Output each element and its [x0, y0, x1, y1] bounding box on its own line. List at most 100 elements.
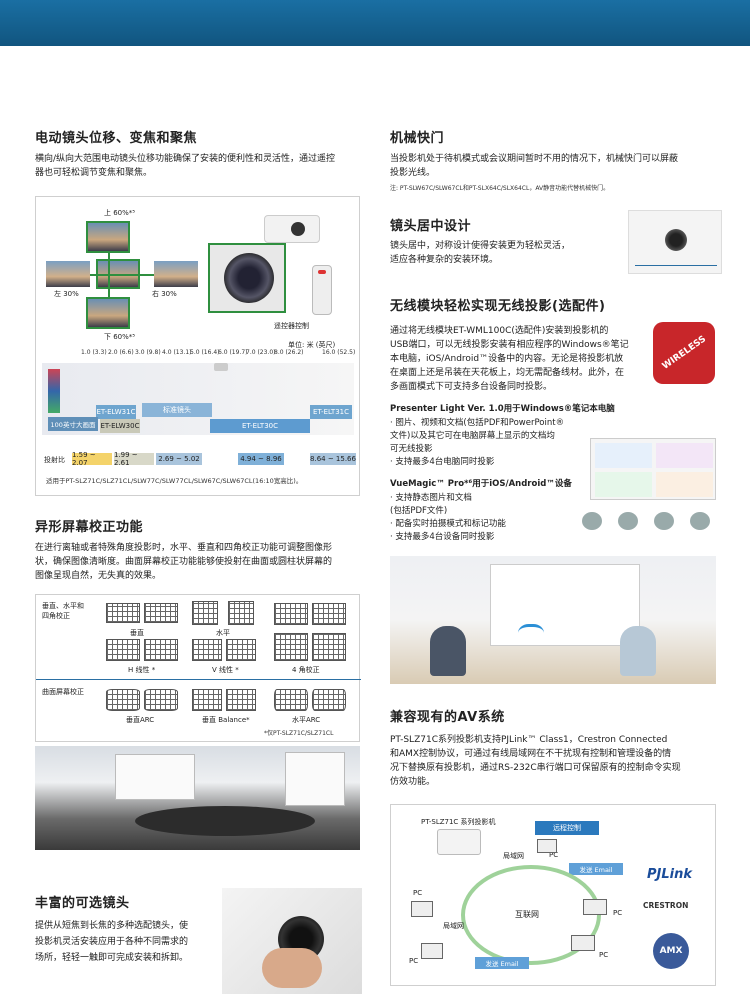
shutter-title: 机械快门 — [390, 131, 445, 146]
lens-elt31c: ET-ELT31C — [310, 405, 352, 419]
shutter-desc: 当投影机处于待机模式或会议期间暂时不用的情况下，机械快门可以屏蔽 投影光线。 — [390, 154, 679, 178]
ratio-5: 8.64 ~ 15.66 — [310, 453, 356, 465]
v-balance-label: 垂直 Balance* — [202, 716, 250, 724]
remote-power-icon — [318, 270, 326, 274]
left-screen-image — [115, 754, 195, 800]
unit-label: 单位: 米 (英尺) — [288, 341, 336, 349]
up-label: 上 60%*⁵ — [104, 209, 136, 217]
ratio-1: 1.59 ~ 2.07 — [72, 451, 112, 467]
pc-label-top: PC — [549, 851, 559, 859]
wireless-desc: 通过将无线模块ET-WML100C(选配件)安装到投影机的 USB端口，可以无线… — [390, 326, 629, 392]
grid-horizontal-1 — [192, 601, 218, 625]
presenter-title: Presenter Light Ver. 1.0用于Windows®笔记本电脑 — [390, 404, 615, 414]
h-linear-label: H 线性 * — [128, 666, 156, 674]
h-arc-label: 水平ARC — [292, 716, 321, 724]
grid-corner-1 — [274, 603, 308, 625]
pc-right2-icon — [571, 935, 595, 951]
throw-diagram: ET-ELW31C 标准镜头 ET-ELT31C 100英寸大画面 ET-ELW… — [42, 363, 354, 435]
lens-shift-desc: 横向/纵向大范围电动镜头位移功能确保了安装的便利性和灵活性，通过遥控 器也可轻松… — [35, 154, 336, 178]
internet-ring — [461, 865, 601, 965]
pjlink-logo: PJLink — [647, 867, 693, 882]
user-3-icon — [654, 512, 674, 530]
wireless-badge-text: WIRELESS — [660, 334, 708, 372]
wireless-badge: WIRELESS — [653, 322, 715, 384]
pc-label-bottom: PC — [409, 957, 419, 965]
lens-shift-figure: 上 60%*⁵ 左 30% 右 30% 下 60%*⁵ 遥控器控制 单位: 米 … — [35, 196, 360, 496]
corner-label: 4 角校正 — [292, 666, 320, 674]
user-4-icon — [690, 512, 710, 530]
keystone-desc: 在进行离轴或者特殊角度投影时，水平、垂直和四角校正功能可调整图像形 状，确保图像… — [35, 543, 333, 581]
person-2 — [620, 626, 656, 676]
vuemagic-bullets: · 支持静态图片和文档 (包括PDF文件) · 配备实时拍摄模式和标记功能 · … — [390, 493, 506, 542]
internet-label: 互联网 — [515, 910, 539, 919]
throw-ratio-label: 投射比 — [44, 456, 65, 464]
meeting-photo — [390, 556, 716, 684]
shift-right-image — [154, 261, 198, 287]
lens-elw31c: ET-ELW31C — [96, 405, 136, 419]
grid-harc-1 — [274, 689, 308, 711]
crestron-logo: CRESTRON — [643, 901, 689, 910]
projector-image — [264, 215, 320, 243]
pc-left-icon — [411, 901, 433, 917]
screen-size-label: 100英寸大画面 — [48, 417, 98, 431]
grid-harc-2 — [312, 689, 346, 711]
av-desc: PT-SLZ71C系列投影机支持PJLink™ Class1，Crestron … — [390, 735, 681, 787]
screen-quad-2 — [656, 443, 713, 468]
grid-4corner-2 — [312, 633, 346, 661]
grid-varc-2 — [144, 689, 178, 711]
lenses-desc: 提供从短焦到长焦的多种选配镜头，使 投影机灵活安装应用于各种不同需求的 场所，轻… — [35, 921, 189, 963]
grid-4corner-1 — [274, 633, 308, 661]
grid-vlinear-1 — [192, 639, 222, 661]
keystone-group1-label: 垂直、水平和 四角校正 — [42, 602, 84, 620]
grid-hlinear-1 — [106, 639, 140, 661]
lens-shift-note: 适用于PT-SLZ71C/SLZ71CL/SLW77C/SLW77CL/SLW6… — [46, 477, 303, 485]
lan-label-left: 局域网 — [443, 922, 464, 930]
user-2-icon — [618, 512, 638, 530]
wifi-icon — [518, 624, 544, 642]
send-email-bottom: 发送 Email — [475, 957, 529, 969]
centered-title: 镜头居中设计 — [390, 219, 472, 234]
curved-group-label: 曲面屏幕校正 — [42, 688, 84, 696]
keystone-figure: 垂直、水平和 四角校正 垂直 水平 H 线性 * V 线性 * 4 角校正 曲面… — [35, 594, 361, 742]
grid-vertical-1 — [106, 603, 140, 623]
screen-image — [48, 369, 60, 413]
pc-label-right2: PC — [599, 951, 609, 959]
remote-label: 遥控器控制 — [274, 322, 309, 330]
lens-elw30c: ET-ELW30C — [100, 419, 140, 433]
user-1-icon — [582, 512, 602, 530]
grid-hlinear-2 — [144, 639, 178, 661]
keystone-title: 异形屏幕校正功能 — [35, 520, 144, 535]
keystone-divider — [36, 679, 361, 680]
vertical-label: 垂直 — [130, 629, 144, 637]
person-1 — [430, 626, 466, 676]
presenter-bullets: · 图片、视频和文档(包括PDF和PowerPoint® 文件)以及其它可在电脑… — [390, 418, 565, 467]
screen-quad-3 — [595, 472, 652, 497]
conference-table — [135, 806, 315, 836]
right-label: 右 30% — [152, 290, 177, 298]
down-label: 下 60%*⁵ — [104, 333, 136, 341]
multi-screen-image — [590, 438, 716, 500]
grid-vertical-2 — [144, 603, 178, 623]
grid-vbal-2 — [226, 689, 256, 711]
pc-bottom-icon — [421, 943, 443, 959]
horizontal-arrow — [90, 274, 154, 276]
shift-down-image — [86, 297, 130, 329]
horizontal-label: 水平 — [216, 629, 230, 637]
keystone-footnote: *仅PT-SLZ71C/SLZ71CL — [264, 730, 334, 737]
remote-control-image — [312, 265, 332, 315]
centered-desc: 镜头居中，对称设计使得安装更为轻松灵活， 适应各种复杂的安装环境。 — [390, 241, 571, 265]
devices-image — [582, 508, 718, 534]
wireless-title: 无线模块轻松实现无线投影(选配件) — [390, 299, 606, 314]
grid-vbal-1 — [192, 689, 222, 711]
lens-elt30c: ET-ELT30C — [210, 419, 310, 433]
av-diagram: PT-SLZ71C 系列投影机 远程控制 局域网 PC 发送 Email 互联网… — [390, 804, 716, 986]
grid-corner-2 — [312, 603, 346, 625]
av-projector-image — [437, 829, 481, 855]
lens-icon — [224, 253, 274, 303]
send-email-top: 发送 Email — [569, 863, 623, 875]
lens-zoom-box — [208, 243, 286, 313]
remote-control-tag: 远程控制 — [535, 821, 599, 835]
lenses-title: 丰富的可选镜头 — [35, 896, 130, 911]
left-label: 左 30% — [54, 290, 79, 298]
projector-small-icon — [214, 363, 228, 371]
